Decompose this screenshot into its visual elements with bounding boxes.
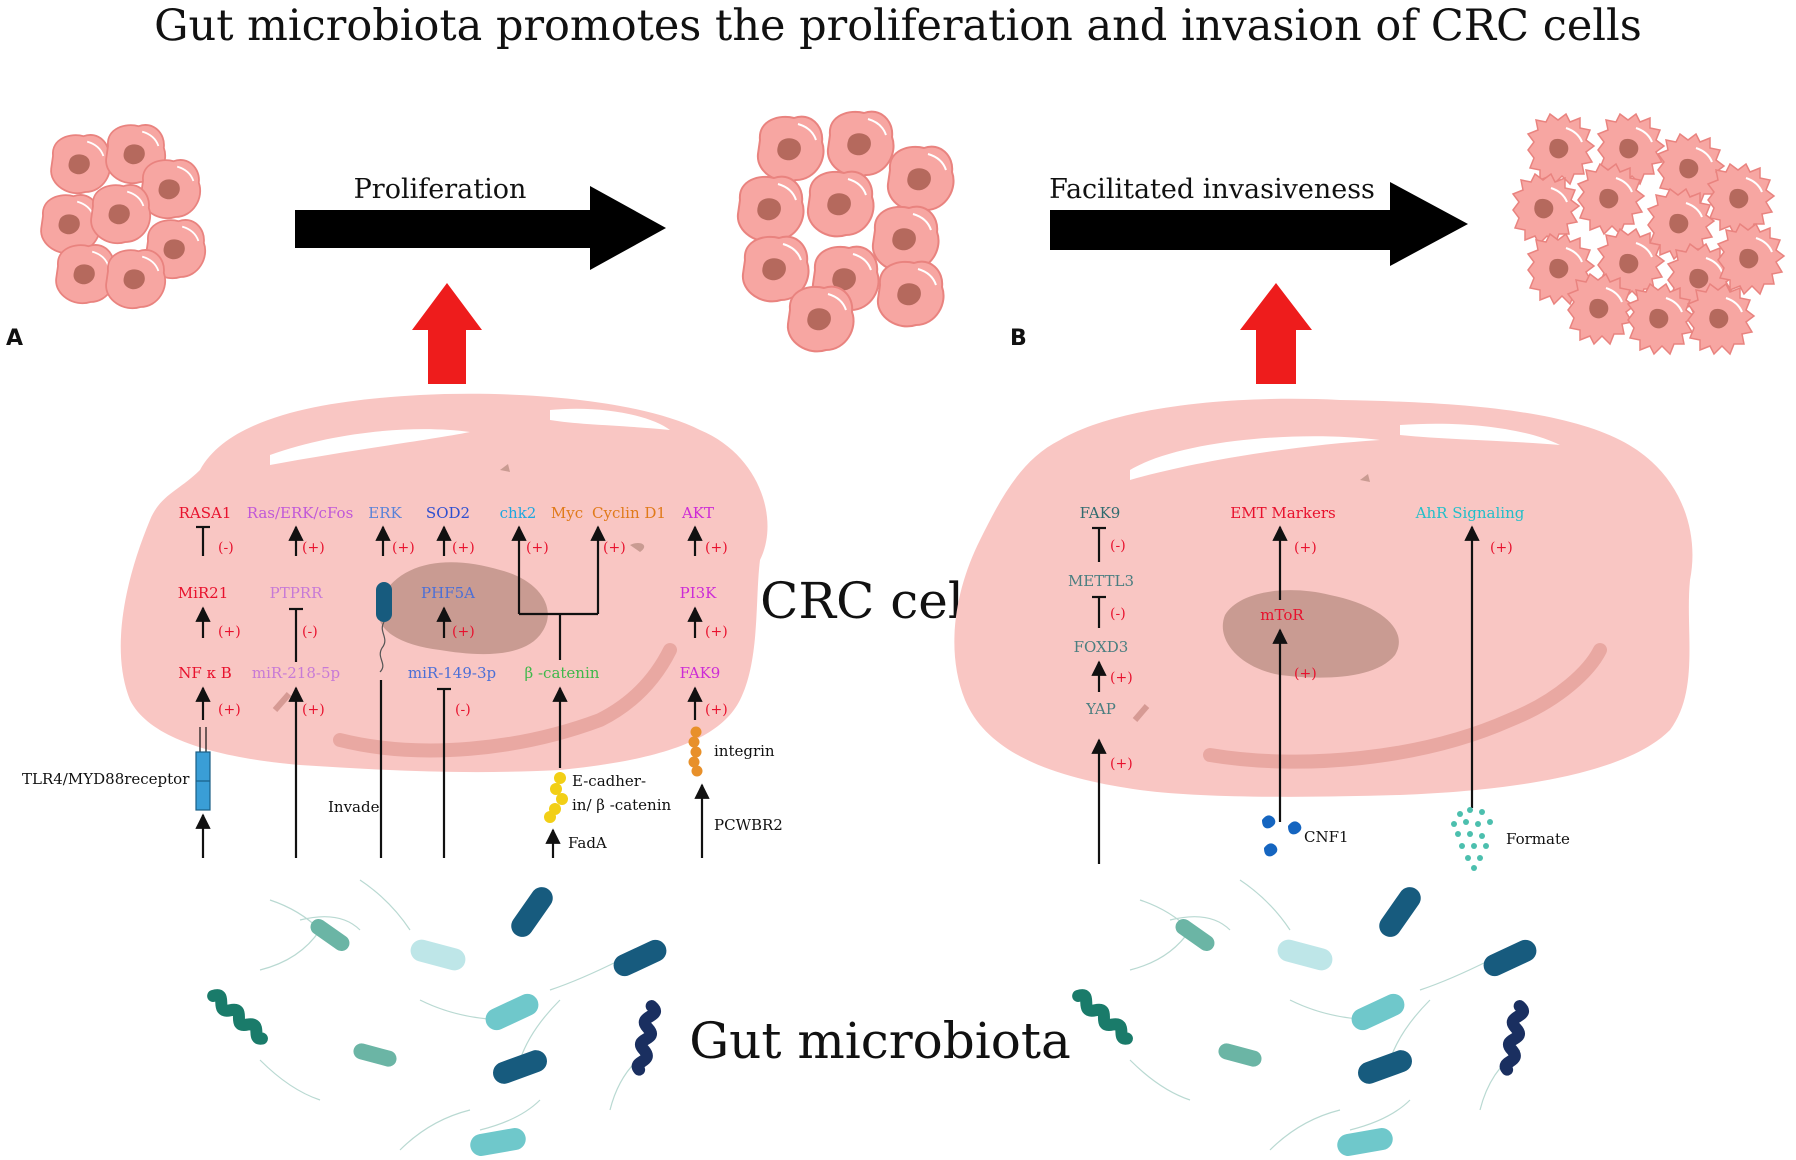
cnf1-label: CNF1 [1304,828,1349,846]
figure-title: Gut microbiota promotes the proliferatio… [154,1,1642,51]
fada-label: FadA [568,834,607,852]
integrin-label: integrin [714,742,775,760]
node-mir21: MiR21 [178,584,229,602]
node-mettl3: METTL3 [1068,572,1134,590]
sign: (+) [1294,540,1317,556]
crc-cell-b [954,398,1693,797]
pathway-mir218: Ras/ERK/cFos (+) PTPRR (-) miR-218-5p (+… [247,504,354,858]
node-ahr-signaling: AhR Signaling [1415,504,1525,522]
pathway-pi3k-akt: AKT (+) PI3K (+) FAK9 (+) integrin PCWBR… [680,504,783,858]
invasiveness-label: Facilitated invasiveness [1049,174,1375,205]
node-cyclin-d1: Cyclin D1 [592,504,666,522]
pathway-invade: ERK (+) Invade [328,504,415,858]
bacterium-icon [376,582,392,622]
sign: (+) [392,540,415,556]
sign: (+) [452,624,475,640]
cnf1-toxin-icon [1262,815,1302,857]
formate-label: Formate [1506,830,1570,848]
e-cadherin-label-1: E-cadher- [572,772,646,790]
node-yap: YAP [1085,700,1116,718]
proliferation-label: Proliferation [354,174,527,205]
sign: (+) [1110,756,1133,772]
proliferation-arrow [295,186,666,270]
node-pi3k: PI3K [680,584,718,602]
sign: (-) [218,540,234,556]
pathway-yap: FAK9 (-) METTL3 (-) FOXD3 (+) YAP (+) [1068,504,1134,864]
sign: (-) [1110,606,1126,622]
microbiota-label: Gut microbiota [689,1012,1071,1070]
formate-molecules-icon [1451,807,1493,871]
node-phf5a: PHF5A [421,584,475,602]
node-ptprr: PTPRR [270,584,323,602]
node-rasa1: RASA1 [179,504,232,522]
node-beta-catenin: β -catenin [525,664,600,682]
sign: (+) [705,702,728,718]
sign: (-) [455,702,471,718]
red-up-arrow-a [412,283,482,384]
node-akt: AKT [681,504,714,522]
tumor-cluster-small [40,124,207,310]
pathway-beta-catenin: chk2 Myc Cyclin D1 (+) (+) β -catenin E-… [500,504,671,858]
pathway-mtor: EMT Markers (+) mToR (+) CNF1 [1230,504,1349,857]
node-fak9-a: FAK9 [680,664,721,682]
e-cadherin-label-2: in/ β -catenin [572,796,671,814]
e-cadherin-complex-icon [544,772,568,823]
pathway-mir149: SOD2 (+) PHF5A (+) miR-149-3p (-) [408,504,496,858]
sign: (+) [705,540,728,556]
pcwbr2-label: PCWBR2 [714,816,783,834]
sign: (+) [302,540,325,556]
node-ras-erk-cfos: Ras/ERK/cFos [247,504,354,522]
tumor-cluster-medium [736,110,955,353]
sign: (+) [452,540,475,556]
sign: (-) [302,624,318,640]
node-emt-markers: EMT Markers [1230,504,1335,522]
node-nfkb: NF κ B [178,664,231,682]
integrin-icon [688,726,703,777]
node-mir149: miR-149-3p [408,664,496,682]
node-mtor: mToR [1260,606,1304,624]
sign: (+) [218,702,241,718]
microbiota-group-b [1077,879,1541,1158]
tumor-cluster-invasive [1512,113,1785,355]
crc-cell-a [120,393,768,773]
sign: (+) [218,624,241,640]
crc-cell-label: CRC cell [760,572,980,630]
sign: (+) [1490,540,1513,556]
invade-label: Invade [328,798,380,816]
panel-b-label: B [1010,326,1027,351]
receptor-label: TLR4/MYD88receptor [22,770,190,788]
panel-a-label: A [6,326,23,351]
pathway-ahr: AhR Signaling (+) Formate [1415,504,1570,871]
sign: (-) [1110,538,1126,554]
node-myc: Myc [551,504,583,522]
sign: (+) [1294,666,1317,682]
sign: (+) [603,540,626,556]
sign: (+) [1110,670,1133,686]
node-sod2: SOD2 [426,504,470,522]
sign: (+) [705,624,728,640]
invasiveness-arrow [1050,182,1468,266]
node-mir218: miR-218-5p [252,664,340,682]
microbiota-group-a [212,879,671,1158]
node-chk2: chk2 [500,504,537,522]
node-fak9-b: FAK9 [1080,504,1121,522]
sign: (+) [302,702,325,718]
node-foxd3: FOXD3 [1074,638,1129,656]
red-up-arrow-b [1240,283,1312,384]
pathway-nfkb: RASA1 (-) MiR21 (+) NF κ B (+) TLR4/MYD8… [22,504,241,858]
node-erk: ERK [368,504,402,522]
sign: (+) [526,540,549,556]
